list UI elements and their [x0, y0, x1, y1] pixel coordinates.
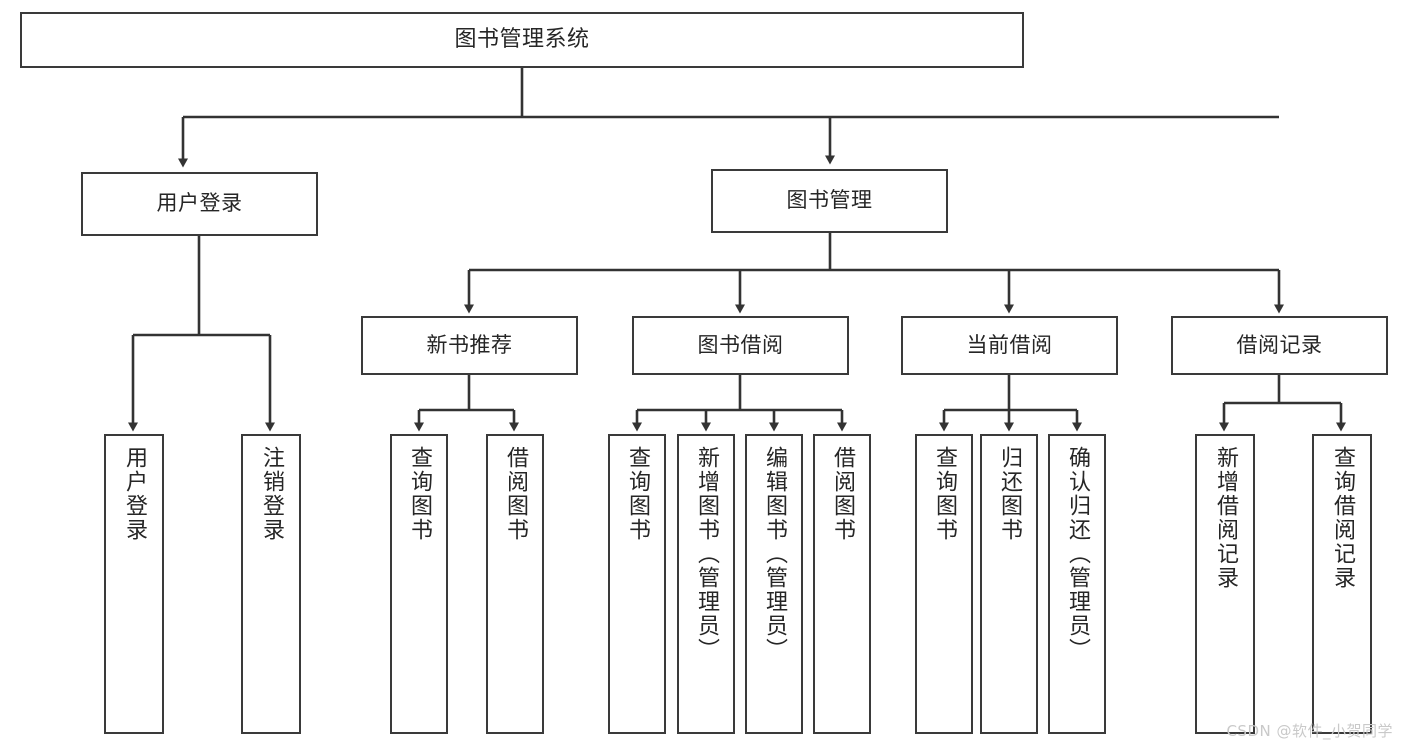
node-leaf-edit-book[interactable]: 编辑图书（管理员）	[745, 434, 803, 734]
node-root-system-label: 图书管理系统	[454, 26, 590, 52]
node-leaf-query-book-2[interactable]: 查询图书	[608, 434, 666, 734]
node-leaf-query-book-3-label: 查询图书	[932, 446, 957, 542]
node-new-book-recommend-label: 新书推荐	[426, 332, 513, 357]
node-book-borrow-label: 图书借阅	[697, 332, 784, 357]
node-leaf-borrow-book-1[interactable]: 借阅图书	[486, 434, 544, 734]
node-current-borrow[interactable]: 当前借阅	[901, 316, 1118, 375]
node-borrow-record[interactable]: 借阅记录	[1171, 316, 1388, 375]
node-leaf-logout-login-label: 注销登录	[259, 446, 284, 542]
node-leaf-add-record-label: 新增借阅记录	[1213, 446, 1238, 590]
node-leaf-user-login-label: 用户登录	[122, 446, 147, 542]
node-leaf-query-record[interactable]: 查询借阅记录	[1312, 434, 1372, 734]
node-leaf-confirm-return[interactable]: 确认归还（管理员）	[1048, 434, 1106, 734]
node-leaf-add-book[interactable]: 新增图书（管理员）	[677, 434, 735, 734]
node-leaf-return-book[interactable]: 归还图书	[980, 434, 1038, 734]
node-book-manage-label: 图书管理	[786, 188, 873, 213]
node-leaf-add-book-label: 新增图书（管理员）	[694, 446, 719, 662]
node-leaf-logout-login[interactable]: 注销登录	[241, 434, 301, 734]
node-leaf-borrow-book-2[interactable]: 借阅图书	[813, 434, 871, 734]
node-leaf-query-book-1-label: 查询图书	[407, 446, 432, 542]
node-leaf-confirm-return-label: 确认归还（管理员）	[1065, 446, 1090, 662]
node-leaf-user-login[interactable]: 用户登录	[104, 434, 164, 734]
node-root-system[interactable]: 图书管理系统	[20, 12, 1024, 68]
node-book-borrow[interactable]: 图书借阅	[632, 316, 849, 375]
watermark: CSDN @软件_小贺同学	[1226, 722, 1393, 740]
node-new-book-recommend[interactable]: 新书推荐	[361, 316, 578, 375]
node-current-borrow-label: 当前借阅	[966, 332, 1053, 357]
node-leaf-query-book-3[interactable]: 查询图书	[915, 434, 973, 734]
node-book-manage[interactable]: 图书管理	[711, 169, 948, 233]
node-leaf-return-book-label: 归还图书	[997, 446, 1022, 542]
node-leaf-query-book-2-label: 查询图书	[625, 446, 650, 542]
node-leaf-borrow-book-1-label: 借阅图书	[503, 446, 528, 542]
node-leaf-borrow-book-2-label: 借阅图书	[830, 446, 855, 542]
node-user-login-label: 用户登录	[156, 191, 243, 216]
node-leaf-query-record-label: 查询借阅记录	[1330, 446, 1355, 590]
node-leaf-edit-book-label: 编辑图书（管理员）	[762, 446, 787, 662]
node-borrow-record-label: 借阅记录	[1236, 332, 1323, 357]
node-leaf-add-record[interactable]: 新增借阅记录	[1195, 434, 1255, 734]
node-leaf-query-book-1[interactable]: 查询图书	[390, 434, 448, 734]
node-user-login[interactable]: 用户登录	[81, 172, 318, 236]
